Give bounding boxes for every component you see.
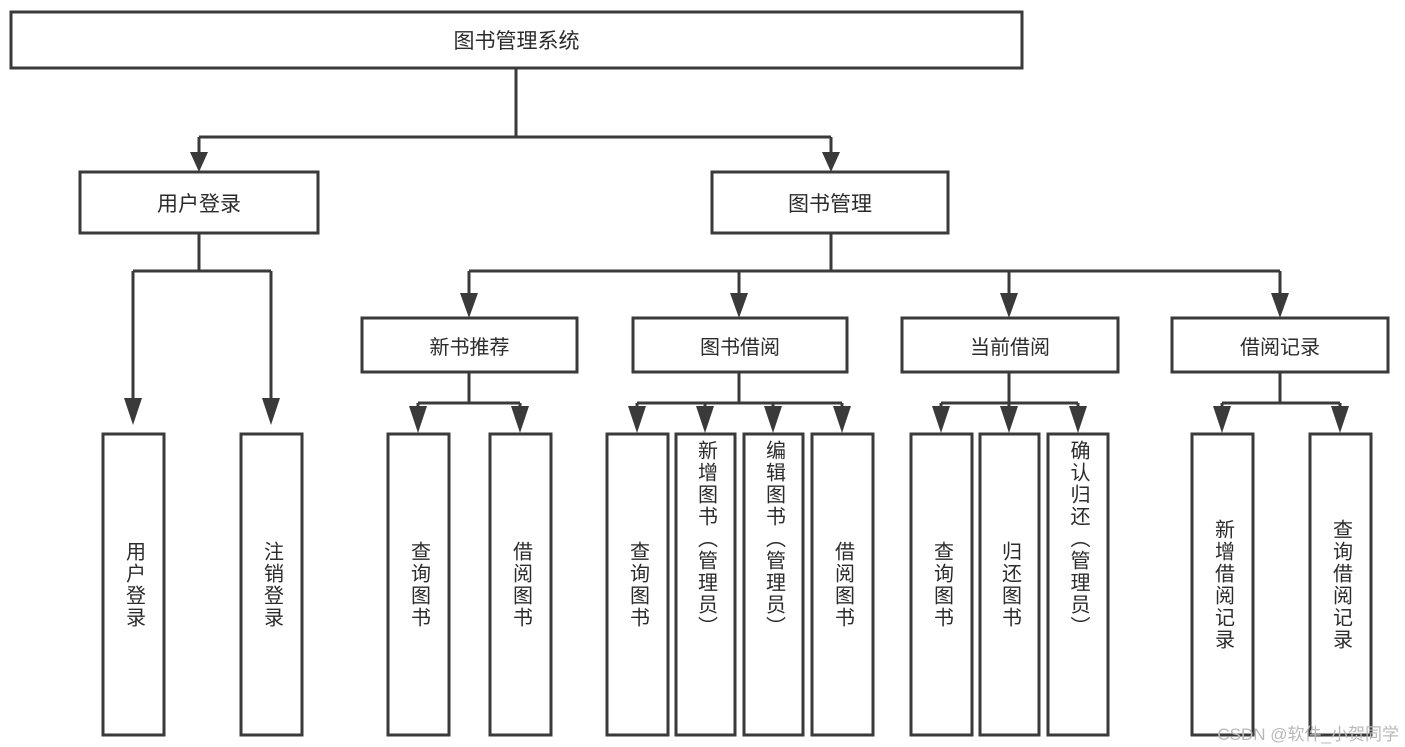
- arrowhead-cb-leaf-3: [1069, 406, 1087, 433]
- node-box-group: [9, 10, 1390, 737]
- arrowhead-cb-leaf-2: [1000, 406, 1018, 433]
- arrowhead-book-borrow: [730, 293, 748, 318]
- connector-group: [124, 68, 1349, 433]
- node-box-leaf-bb-add[interactable]: [674, 432, 737, 737]
- node-box-leaf-cb-confirm[interactable]: [1046, 432, 1110, 737]
- node-box-leaf-br-query[interactable]: [1308, 432, 1373, 737]
- arrowhead-leaf-user-login: [124, 398, 142, 425]
- node-box-leaf-logout[interactable]: [239, 432, 304, 737]
- node-box-leaf-nbr-query[interactable]: [386, 432, 451, 737]
- node-box-leaf-bb-query[interactable]: [605, 432, 670, 737]
- arrowhead-nbr-leaf-2: [511, 406, 529, 433]
- node-box-book-borrow[interactable]: [631, 316, 849, 374]
- node-box-leaf-cb-return[interactable]: [978, 432, 1041, 737]
- arrowhead-cb-leaf-1: [932, 406, 950, 433]
- arrowhead-br-leaf-1: [1213, 406, 1231, 433]
- node-box-user-login[interactable]: [78, 170, 320, 235]
- node-box-leaf-cb-query[interactable]: [909, 432, 974, 737]
- arrowhead-leaf-logout: [262, 398, 280, 425]
- arrowhead-nbr-leaf-1: [409, 406, 427, 433]
- arrowhead-borrow-record: [1271, 293, 1289, 318]
- arrowhead-br-leaf-2: [1331, 406, 1349, 433]
- node-box-borrow-records[interactable]: [1170, 316, 1390, 374]
- node-box-current-borrow[interactable]: [900, 316, 1120, 374]
- arrowhead-user-login: [190, 152, 208, 172]
- arrowhead-current-borrow: [1000, 293, 1018, 318]
- arrowhead-new-book: [460, 293, 478, 318]
- node-box-root[interactable]: [9, 10, 1024, 70]
- arrowhead-bb-leaf-2: [696, 406, 714, 433]
- node-box-leaf-bb-edit[interactable]: [742, 432, 805, 737]
- node-box-leaf-nbr-borrow[interactable]: [488, 432, 553, 737]
- arrowhead-bb-leaf-4: [833, 406, 851, 433]
- arrowhead-bb-leaf-3: [764, 406, 782, 433]
- node-box-book-manage[interactable]: [710, 170, 950, 235]
- node-box-new-book-recommend[interactable]: [360, 316, 579, 374]
- arrowhead-bb-leaf-1: [628, 406, 646, 433]
- csdn-watermark: CSDN @软件_小贺同学: [1217, 725, 1399, 744]
- node-box-leaf-bb-borrow[interactable]: [810, 432, 875, 737]
- arrowhead-book-manage: [822, 152, 840, 172]
- node-box-leaf-br-add[interactable]: [1190, 432, 1255, 737]
- node-box-leaf-user-login[interactable]: [101, 432, 166, 737]
